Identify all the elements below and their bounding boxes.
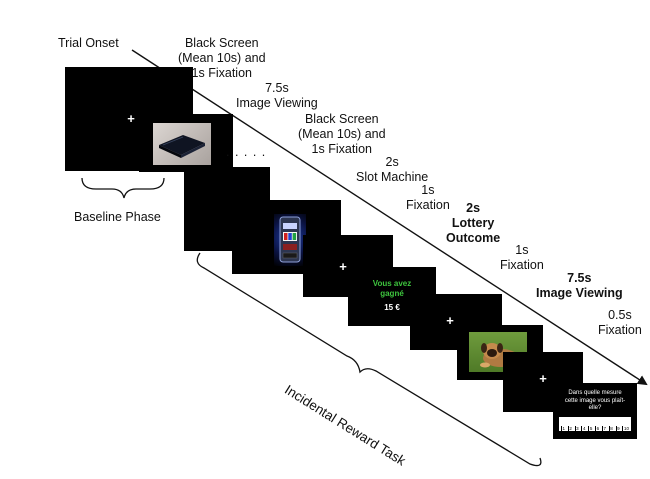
event-label-slot-machine: 2s Slot Machine (356, 155, 428, 185)
lottery-line: Vous avez (372, 279, 412, 288)
event-line: Slot Machine (356, 170, 429, 184)
book-image (153, 123, 211, 165)
event-line: Outcome (446, 231, 501, 245)
event-label-image-viewing-2: 7.5s Image Viewing (536, 271, 623, 301)
fixation-cross: + (539, 371, 547, 386)
question-line: cette image vous plaît- (564, 397, 626, 404)
scale-tick: 9 (615, 426, 620, 431)
scale-tick: 1 (561, 426, 566, 431)
baseline-phase-label: Baseline Phase (74, 210, 161, 224)
event-line: 2s (385, 155, 399, 169)
scale-tick: 10 (622, 426, 629, 431)
event-line: 1s (515, 243, 529, 257)
event-line: 7.5s (567, 271, 592, 285)
lottery-line: gagné (380, 289, 404, 298)
event-line: (Mean 10s) and (298, 127, 386, 141)
event-line: Fixation (500, 258, 544, 272)
event-label-fixation-2: 1s Fixation (500, 243, 544, 273)
event-line: 7.5s (265, 81, 289, 95)
baseline-image-screen (139, 114, 233, 172)
baseline-brace (81, 177, 165, 199)
question-line: Dans quelle mesure (568, 390, 622, 396)
scale-tick: 4 (581, 426, 586, 431)
event-line: (Mean 10s) and (178, 51, 266, 65)
event-line: Black Screen (304, 112, 379, 126)
lottery-amount: 15 € (384, 303, 400, 312)
reward-task-brace (196, 252, 542, 467)
event-line: Fixation (598, 323, 642, 337)
time-arrow (131, 49, 648, 386)
slot-machine-image (274, 214, 306, 266)
ellipsis-dots: . . . . . (226, 145, 267, 159)
event-line: Image Viewing (236, 96, 318, 110)
scale-tick: 2 (567, 426, 572, 431)
event-line: 1s Fixation (191, 66, 252, 80)
lottery-message: Vous avez gagné (348, 279, 436, 299)
scale-tick: 3 (574, 426, 579, 431)
scale-tick: 6 (595, 426, 600, 431)
event-line: 0.5s (608, 308, 632, 322)
event-line: 1s Fixation (311, 142, 372, 156)
event-line: Black Screen (184, 36, 259, 50)
event-line: Lottery (451, 216, 495, 230)
rating-screen: Dans quelle mesure cette image vous plaî… (553, 383, 637, 439)
event-line: Image Viewing (536, 286, 623, 300)
fixation-cross: + (339, 259, 347, 274)
event-label-black-screen-2: Black Screen (Mean 10s) and 1s Fixation (298, 112, 386, 157)
event-line: 2s (466, 201, 481, 215)
event-line: 1s (421, 183, 435, 197)
event-label-fixation-1: 1s Fixation (406, 183, 450, 213)
rating-question: Dans quelle mesure cette image vous plaî… (553, 390, 637, 413)
rating-scale: 1 2 3 4 5 6 7 8 9 10 (559, 417, 631, 431)
fixation-cross: + (446, 313, 454, 328)
trial-onset-label: Trial Onset (58, 36, 119, 50)
event-line: Fixation (406, 198, 450, 212)
question-line: elle? (588, 405, 602, 411)
event-label-image-viewing-1: 7.5s Image Viewing (236, 81, 318, 111)
scale-tick: 8 (608, 426, 613, 431)
scale-tick: 7 (601, 426, 606, 431)
image-viewing-screen (457, 325, 543, 380)
event-label-black-screen-1: Black Screen (Mean 10s) and 1s Fixation (178, 36, 266, 81)
event-label-lottery-outcome: 2s Lottery Outcome (446, 201, 500, 246)
fixation-cross: + (127, 111, 135, 126)
scale-tick: 5 (588, 426, 593, 431)
event-label-fixation-3: 0.5s Fixation (598, 308, 642, 338)
